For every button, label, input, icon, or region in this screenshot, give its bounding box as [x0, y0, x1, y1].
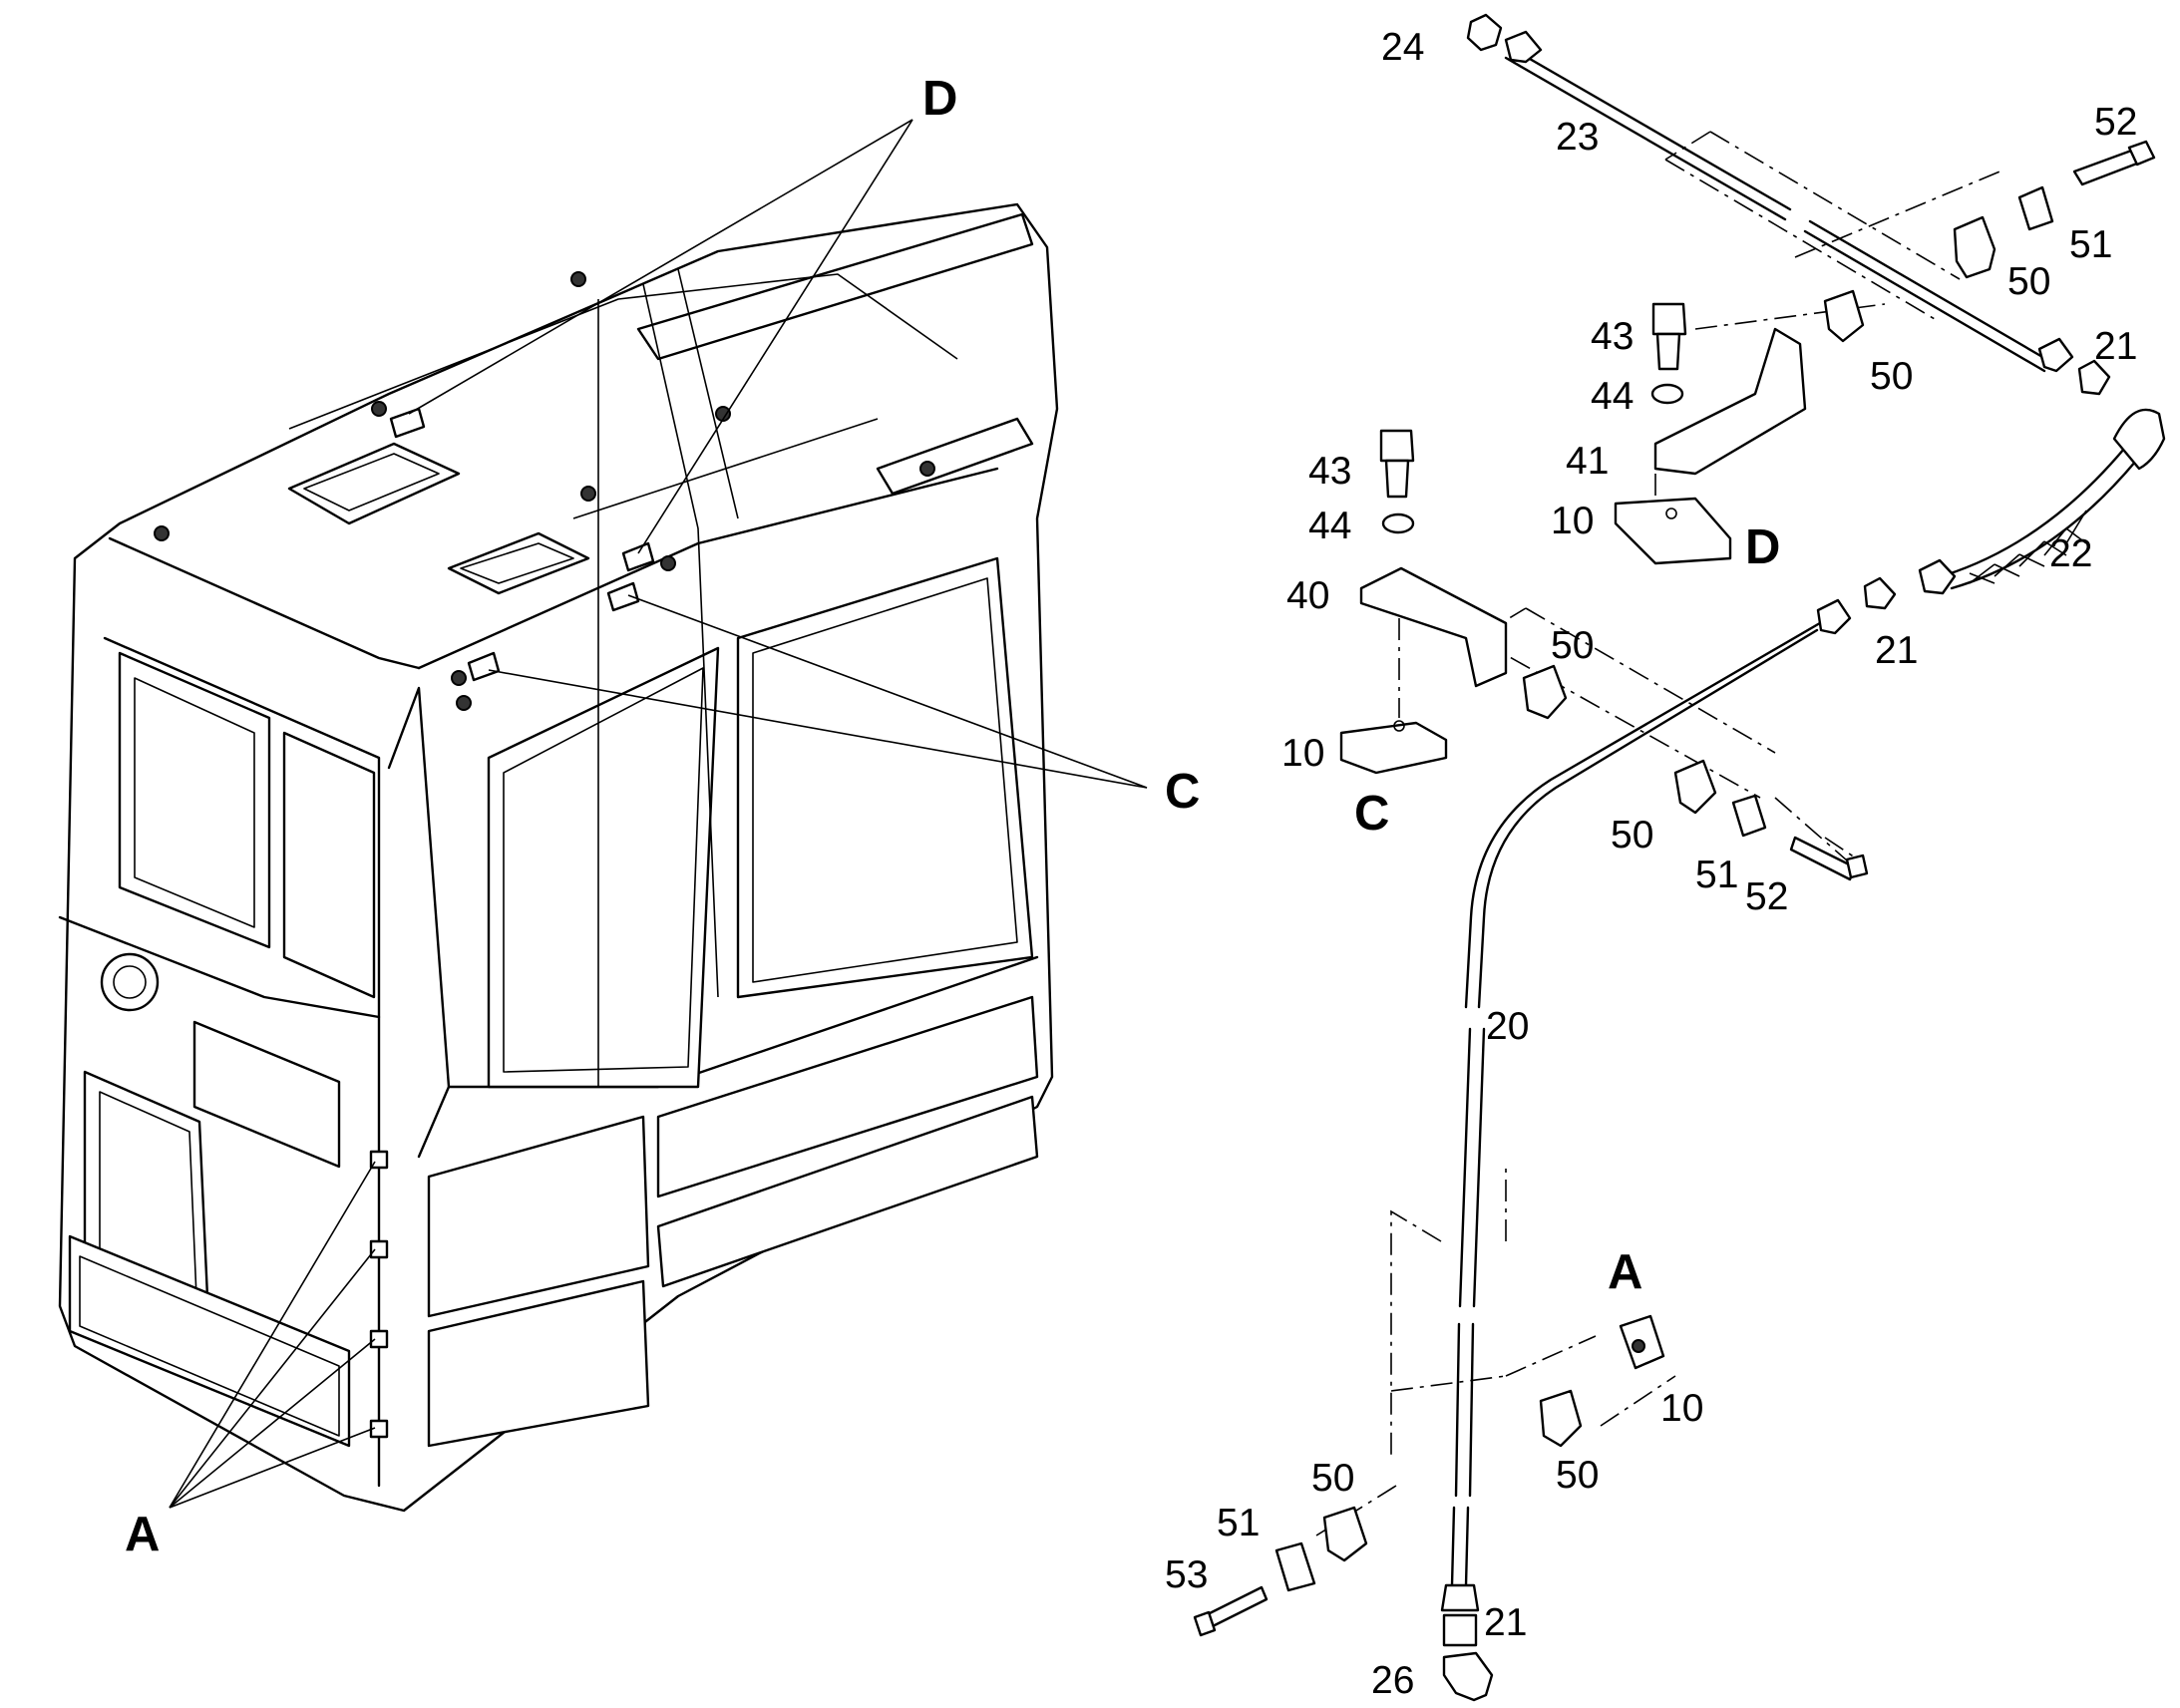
cab-mount-pads — [369, 407, 655, 1439]
label-51: 51 — [1695, 854, 1738, 896]
label-26: 26 — [1371, 1659, 1414, 1702]
label-22: 22 — [2049, 532, 2092, 575]
label-40: 40 — [1286, 574, 1329, 617]
letter-c-cab: C — [1165, 765, 1200, 819]
label-50: 50 — [1556, 1454, 1599, 1497]
cab-leader-lines — [169, 119, 1148, 1509]
label-50: 50 — [1311, 1457, 1354, 1500]
part-number-labels: 24 23 52 51 50 21 43 50 44 43 41 44 10 2… — [1165, 26, 2137, 1702]
label-50: 50 — [1611, 814, 1653, 856]
label-50: 50 — [1870, 355, 1913, 398]
label-24: 24 — [1381, 26, 1424, 69]
label-21: 21 — [1875, 629, 1918, 672]
label-50: 50 — [1551, 624, 1594, 667]
letter-d-detail: D — [1745, 520, 1780, 574]
label-41: 41 — [1566, 440, 1609, 483]
label-52: 52 — [2094, 101, 2137, 144]
letter-d-cab: D — [922, 72, 957, 126]
label-43: 43 — [1308, 450, 1351, 493]
assembly-lines — [1315, 131, 2005, 1537]
label-50: 50 — [2007, 260, 2050, 303]
label-21: 21 — [2094, 325, 2137, 368]
label-44: 44 — [1591, 375, 1634, 418]
label-10: 10 — [1551, 500, 1594, 542]
hardware — [1193, 140, 2156, 1637]
label-51: 51 — [2069, 223, 2112, 266]
letter-a-detail: A — [1608, 1245, 1642, 1299]
label-51: 51 — [1217, 1502, 1260, 1544]
letter-c-detail: C — [1354, 787, 1389, 841]
label-52: 52 — [1745, 875, 1788, 918]
label-10: 10 — [1660, 1387, 1703, 1430]
detail-letters: D C A D C A — [125, 72, 1780, 1561]
label-53: 53 — [1165, 1553, 1208, 1596]
label-20: 20 — [1486, 1005, 1529, 1048]
label-23: 23 — [1556, 116, 1599, 159]
label-43: 43 — [1591, 315, 1634, 358]
label-44: 44 — [1308, 505, 1351, 547]
label-21: 21 — [1484, 1601, 1527, 1644]
label-10: 10 — [1281, 732, 1324, 775]
pipe-assembly — [1440, 13, 2166, 1702]
letter-a-cab: A — [125, 1508, 160, 1561]
cab-frame — [58, 202, 1059, 1513]
